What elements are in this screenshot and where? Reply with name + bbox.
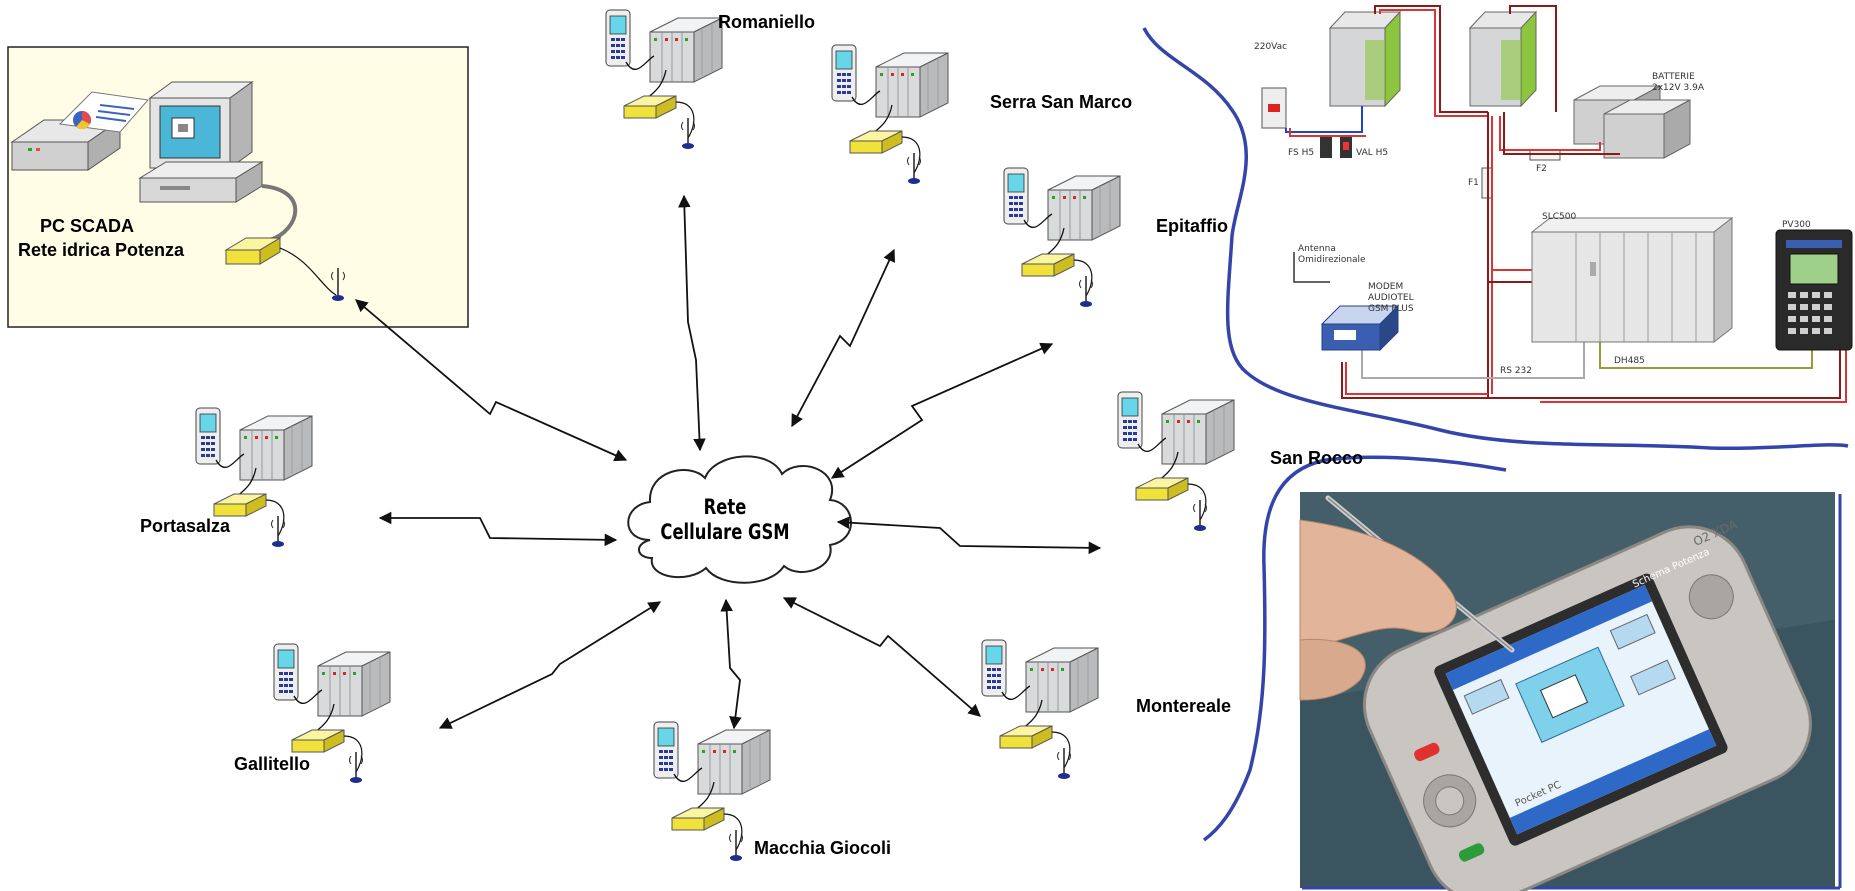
label-slc500: SLC500 — [1542, 212, 1577, 222]
station-label-epitaffio: Epitaffio — [1156, 216, 1228, 236]
station-macchia-giocoli-icon — [653, 721, 771, 862]
label-f2: F2 — [1536, 164, 1547, 174]
panel-schematic — [1261, 5, 1853, 403]
gsm-cloud-label: Rete Cellulare GSM — [643, 495, 807, 545]
boundary-lines — [1142, 27, 1849, 842]
label-antenna: Antenna — [1298, 244, 1336, 254]
gsm-links — [355, 194, 1102, 730]
link-san-rocco — [836, 516, 1102, 555]
label-f1: F1 — [1468, 178, 1479, 188]
station-san-rocco-icon — [1117, 391, 1235, 532]
station-romaniello-icon — [605, 9, 723, 150]
station-label-serra-san-marco: Serra San Marco — [990, 92, 1133, 112]
label-modem-audiotel: AUDIOTEL — [1368, 293, 1414, 303]
station-label-gallitello: Gallitello — [234, 754, 311, 774]
link-scada — [355, 299, 628, 462]
link-epitaffio — [830, 342, 1054, 479]
station-label-romaniello: Romaniello — [718, 12, 816, 32]
link-montereale — [782, 597, 981, 717]
label-modem-gsm: GSM PLUS — [1368, 304, 1414, 314]
label-modem: MODEM — [1368, 282, 1404, 292]
boundary-bottom — [1202, 455, 1507, 842]
scada-title: PC SCADA — [40, 216, 135, 236]
station-epitaffio-icon — [1003, 167, 1121, 308]
link-macchia-giocoli — [720, 598, 742, 730]
label-fs-h5: FS H5 — [1288, 148, 1315, 158]
link-gallitello — [438, 601, 662, 729]
label-batterie: BATTERIE — [1652, 72, 1695, 82]
scada-pc-icon — [10, 81, 345, 301]
label-antenna-type: Omidirezionale — [1298, 255, 1366, 265]
label-rs232: RS 232 — [1500, 366, 1533, 376]
link-portasalza — [378, 511, 618, 547]
label-batterie-spec: 2x12V 3.9A — [1652, 83, 1704, 93]
label-val-h5: VAL H5 — [1356, 148, 1389, 158]
label-pv300: PV300 — [1782, 220, 1811, 230]
station-montereale-icon — [981, 639, 1099, 780]
station-label-macchia-giocoli: Macchia Giocoli — [754, 838, 892, 858]
station-label-portasalza: Portasalza — [140, 516, 231, 536]
station-label-san-rocco: San Rocco — [1270, 448, 1364, 468]
label-220vac: 220Vac — [1254, 42, 1288, 52]
boundary-top — [1142, 27, 1849, 451]
station-serra-san-marco-icon — [831, 44, 949, 185]
pda-photo — [1299, 492, 1842, 891]
scada-subtitle: Rete idrica Potenza — [18, 240, 185, 260]
gsm-cloud-line2: Cellulare GSM — [660, 520, 790, 544]
gsm-cloud — [627, 455, 852, 584]
link-romaniello — [678, 194, 706, 452]
station-label-montereale: Montereale — [1136, 696, 1232, 716]
link-serra-san-marco — [791, 248, 896, 428]
label-dh485: DH485 — [1614, 356, 1645, 366]
gsm-cloud-line1: Rete — [703, 495, 747, 519]
